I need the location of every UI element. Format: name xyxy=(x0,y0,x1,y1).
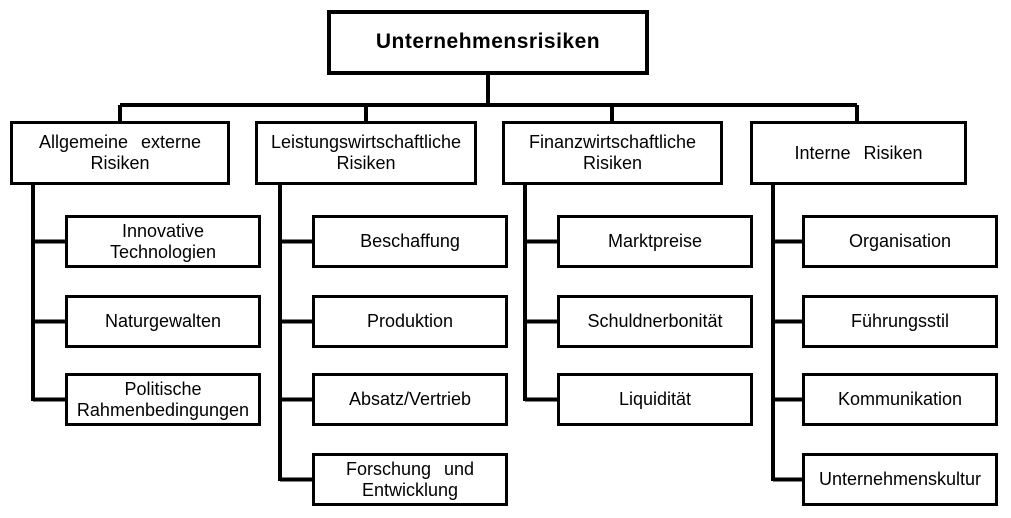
leaf-unternehmenskultur: Unternehmenskultur xyxy=(802,453,998,506)
leaf-schuldnerbonitaet: Schuldnerbonität xyxy=(557,295,753,348)
root-node-unternehmensrisiken: Unternehmensrisiken xyxy=(327,10,649,75)
leaf-marktpreise: Marktpreise xyxy=(557,215,753,268)
leaf-beschaffung: Beschaffung xyxy=(312,215,508,268)
leaf-naturgewalten: Naturgewalten xyxy=(65,295,261,348)
branch-interne-risiken: Interne Risiken xyxy=(750,121,967,185)
leaf-kommunikation: Kommunikation xyxy=(802,373,998,426)
leaf-liquiditaet: Liquidität xyxy=(557,373,753,426)
branch-finanzwirtschaftliche-risiken: Finanzwirtschaftliche Risiken xyxy=(502,121,723,185)
leaf-absatz-vertrieb: Absatz/Vertrieb xyxy=(312,373,508,426)
leaf-politische-rahmenbedingungen: Politische Rahmenbedingungen xyxy=(65,373,261,426)
branch-allgemeine-externe-risiken: Allgemeine externe Risiken xyxy=(10,121,230,185)
leaf-forschung-und-entwicklung: Forschung und Entwicklung xyxy=(312,453,508,506)
leaf-innovative-technologien: Innovative Technologien xyxy=(65,215,261,268)
leaf-fuehrungsstil: Führungsstil xyxy=(802,295,998,348)
leaf-organisation: Organisation xyxy=(802,215,998,268)
leaf-produktion: Produktion xyxy=(312,295,508,348)
branch-leistungswirtschaftliche-risiken: Leistungswirtschaftliche Risiken xyxy=(255,121,477,185)
